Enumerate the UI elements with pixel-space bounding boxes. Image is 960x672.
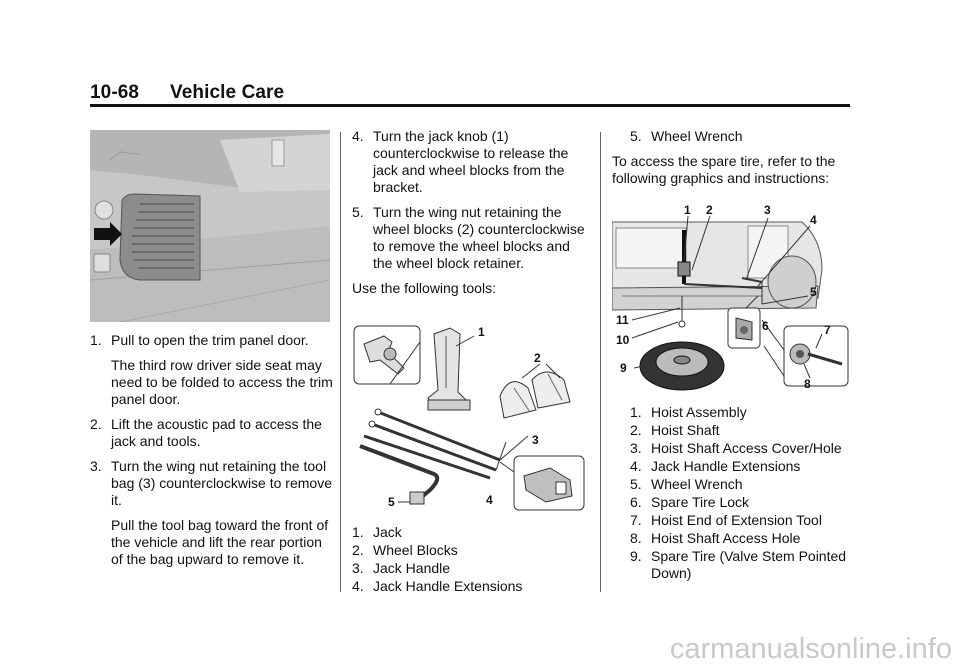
step-5: 5. Turn the wing nut retaining the wheel… — [352, 204, 592, 272]
step-5-wheel-wrench: 5. Wheel Wrench — [630, 128, 857, 145]
hoist-label-6: 6 — [762, 319, 769, 333]
step-1-note: The third row driver side seat may need … — [111, 357, 333, 407]
page-header: 10-68 Vehicle Care — [90, 82, 850, 106]
step-text: Turn the jack knob (1) counterclockwise … — [373, 128, 569, 195]
legend-text: Spare Tire Lock — [651, 494, 750, 510]
step-1: 1. Pull to open the trim panel door. — [90, 332, 335, 349]
hoist-label-5: 5 — [810, 285, 817, 299]
legend-text: Wheel Blocks — [373, 542, 458, 558]
legend-number: 2. — [630, 422, 642, 438]
step-number: 2. — [90, 416, 102, 432]
legend-text: Spare Tire (Valve Stem Pointed Down) — [651, 548, 847, 581]
hoist-label-3: 3 — [764, 203, 771, 217]
step-text: Turn the wing nut retaining the tool bag… — [111, 458, 332, 508]
step-number: 5. — [630, 128, 642, 144]
legend-text: Jack Handle — [373, 560, 451, 576]
legend-text: Hoist Shaft Access Cover/Hole — [651, 440, 842, 456]
trim-panel-photo — [90, 130, 330, 322]
list-item: 9. Spare Tire (Valve Stem Pointed Down) — [630, 548, 855, 582]
legend-text: Wheel Wrench — [651, 476, 743, 492]
legend-text: Hoist Shaft Access Hole — [651, 530, 801, 546]
step-text: Lift the acoustic pad to access the jack… — [111, 416, 322, 449]
hoist-label-2: 2 — [706, 203, 713, 217]
spare-tire-intro: To access the spare tire, refer to the f… — [612, 153, 836, 186]
legend-number: 5. — [630, 476, 642, 492]
list-item: 2. Hoist Shaft — [630, 422, 855, 439]
legend-number: 4. — [630, 458, 642, 474]
step-2: 2. Lift the acoustic pad to access the j… — [90, 416, 335, 450]
list-item: 4. Jack Handle Extensions — [352, 578, 592, 595]
list-item: 5. Wheel Wrench — [630, 476, 855, 493]
hoist-label-7: 7 — [824, 323, 831, 337]
tools-label-3: 3 — [532, 433, 539, 447]
list-item: 1. Jack — [352, 524, 592, 541]
section-title: Vehicle Care — [170, 82, 285, 103]
step-text: Wheel Wrench — [651, 128, 743, 144]
legend-number: 3. — [352, 560, 364, 576]
step-text: Pull to open the trim panel door. — [111, 332, 309, 348]
legend-text: Hoist End of Extension Tool — [651, 512, 822, 528]
hoist-label-11: 11 — [616, 313, 629, 327]
legend-number: 8. — [630, 530, 642, 546]
legend-text: Hoist Shaft — [651, 422, 720, 438]
legend-number: 7. — [630, 512, 642, 528]
legend-text: Jack — [373, 524, 402, 540]
step-3: 3. Turn the wing nut retaining the tool … — [90, 458, 335, 509]
step-number: 4. — [352, 128, 364, 144]
tools-legend: 1. Jack 2. Wheel Blocks 3. Jack Handle 4. Ja… — [352, 524, 592, 596]
hoist-label-1: 1 — [684, 203, 691, 217]
hoist-label-8: 8 — [804, 377, 811, 391]
tools-illustration: 1 2 3 4 5 — [353, 325, 585, 511]
list-item: 2. Wheel Blocks — [352, 542, 592, 559]
list-item: 1. Hoist Assembly — [630, 404, 855, 421]
step-3-note: Pull the tool bag toward the front of th… — [111, 517, 329, 567]
step-number: 3. — [90, 458, 102, 474]
legend-text: Jack Handle Extensions — [651, 458, 801, 474]
legend-text: Jack Handle Extensions — [373, 578, 523, 594]
hoist-label-9: 9 — [620, 361, 627, 375]
list-item: 3. Hoist Shaft Access Cover/Hole — [630, 440, 855, 457]
list-item: 7. Hoist End of Extension Tool — [630, 512, 855, 529]
tools-label-4: 4 — [486, 493, 493, 507]
legend-number: 9. — [630, 548, 642, 564]
column-3: 5. Wheel Wrench To access the spare tire… — [612, 128, 857, 195]
watermark: carmanualsonline.info — [669, 633, 952, 665]
step-text: Turn the wing nut retaining the wheel bl… — [373, 204, 585, 271]
tools-intro: Use the following tools: — [352, 280, 496, 296]
list-item: 4. Jack Handle Extensions — [630, 458, 855, 475]
tools-label-1: 1 — [478, 325, 485, 339]
legend-number: 2. — [352, 542, 364, 558]
list-item: 6. Spare Tire Lock — [630, 494, 855, 511]
step-number: 5. — [352, 204, 364, 220]
legend-number: 4. — [352, 578, 364, 594]
list-item: 8. Hoist Shaft Access Hole — [630, 530, 855, 547]
tools-label-2: 2 — [534, 351, 541, 365]
hoist-label-4: 4 — [810, 213, 817, 227]
step-4: 4. Turn the jack knob (1) counterclockwi… — [352, 128, 592, 196]
legend-number: 1. — [630, 404, 642, 420]
header-rule — [90, 104, 850, 107]
tools-label-5: 5 — [388, 495, 395, 509]
page-number: 10-68 — [90, 82, 140, 103]
column-2: 4. Turn the jack knob (1) counterclockwi… — [352, 128, 592, 305]
column-1: 1. Pull to open the trim panel door. The… — [90, 332, 335, 576]
list-item: 3. Jack Handle — [352, 560, 592, 577]
hoist-legend: 1. Hoist Assembly 2. Hoist Shaft 3. Hoist S… — [630, 404, 855, 583]
column-divider-1 — [340, 132, 341, 592]
column-divider-2 — [600, 132, 601, 592]
legend-number: 3. — [630, 440, 642, 456]
legend-number: 1. — [352, 524, 364, 540]
legend-text: Hoist Assembly — [651, 404, 747, 420]
hoist-label-10: 10 — [616, 333, 630, 347]
step-number: 1. — [90, 332, 102, 348]
spare-tire-illustration: 1 2 3 4 5 6 7 8 9 10 11 — [612, 203, 849, 391]
legend-number: 6. — [630, 494, 642, 510]
